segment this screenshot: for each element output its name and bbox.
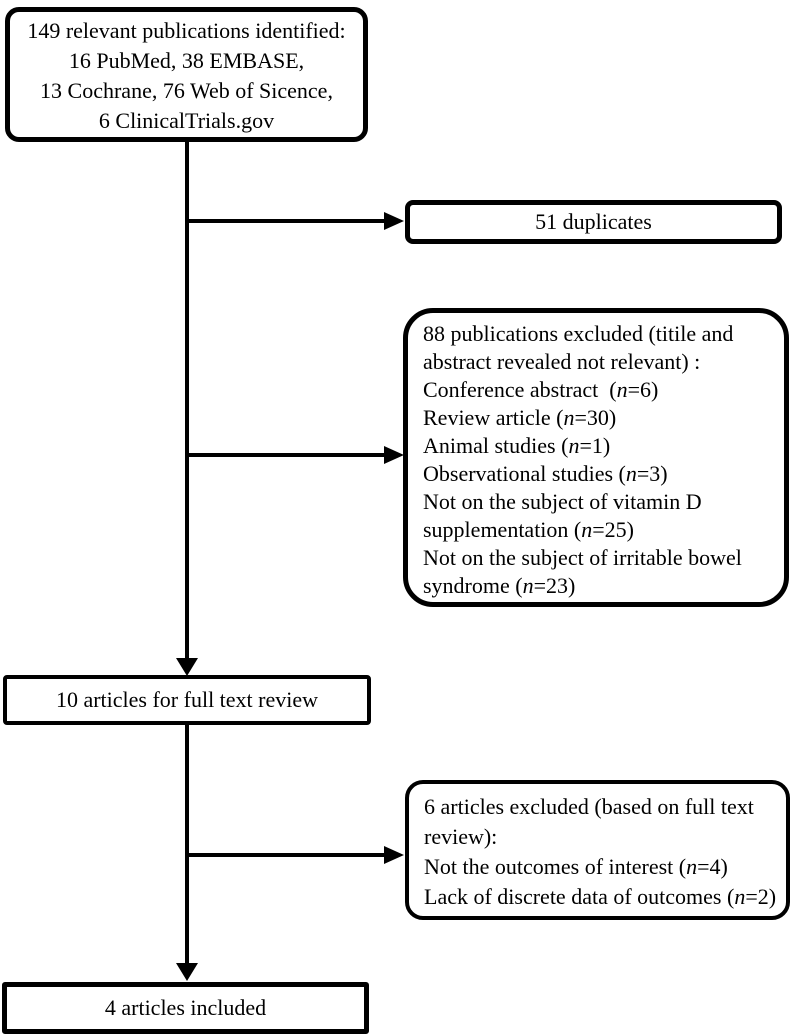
connector-branch-excluded-full-text [185,853,385,857]
arrowhead-down-included-icon [176,963,198,981]
flow-box-articles-included: 4 articles included [2,982,369,1034]
text-line: 6 ClinicalTrials.gov [98,108,275,133]
connector-branch-duplicates [185,219,385,223]
flow-box-duplicates: 51 duplicates [405,200,782,244]
text-line: 4 articles included [104,995,267,1020]
text-line: review): [424,824,498,849]
text-line: 149 relevant publications identified: [27,18,346,43]
flow-box-excluded-full-text: 6 articles excluded (based on full text … [405,780,790,920]
text-line: 51 duplicates [535,209,652,234]
text-line: Conference abstract (n=6) [423,377,659,402]
text-line: supplementation (n=25) [423,517,634,542]
connector-vertical-identified-to-fulltext [185,140,189,660]
text-line: Not the outcomes of interest (n=4) [424,854,728,879]
text-line: syndrome (n=23) [423,573,576,598]
text-line: abstract revealed not relevant) : [423,349,701,374]
arrowhead-right-excluded-full-text-icon [384,846,404,864]
text-line: 88 publications excluded (titile and [423,321,734,346]
text-line: 13 Cochrane, 76 Web of Sicence, [40,78,333,103]
text-line: 16 PubMed, 38 EMBASE, [68,48,305,73]
flow-box-full-text-review: 10 articles for full text review [3,675,371,725]
flow-box-excluded-title-abstract: 88 publications excluded (titile and abs… [403,308,789,607]
text-line: Animal studies (n=1) [423,433,611,458]
text-line: Observational studies (n=3) [423,461,668,486]
connector-branch-excluded-title-abstract [185,453,385,457]
text-line: Lack of discrete data of outcomes (n=2) [424,884,777,909]
text-line: 6 articles excluded (based on full text [424,794,754,819]
flow-box-records-identified: 149 relevant publications identified: 16… [5,7,368,142]
text-line: Review article (n=30) [423,405,617,430]
text-line: Not on the subject of vitamin D [423,489,702,514]
arrowhead-down-fulltext-icon [176,658,198,676]
text-line: 10 articles for full text review [55,687,319,712]
arrowhead-right-excluded-title-abstract-icon [384,446,404,464]
connector-vertical-fulltext-to-included [185,723,189,965]
arrowhead-right-duplicates-icon [384,212,404,230]
text-line: Not on the subject of irritable bowel [423,545,742,570]
